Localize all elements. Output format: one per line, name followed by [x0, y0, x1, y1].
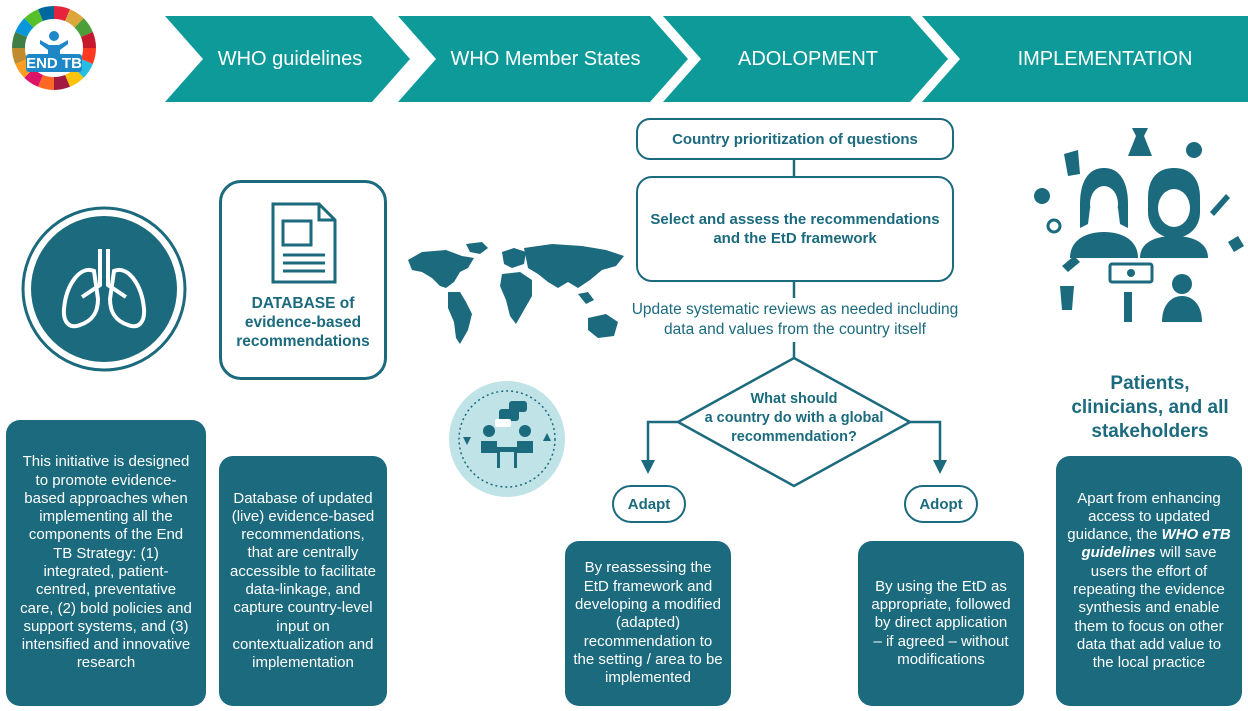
sdg-wheel-icon: END TB: [12, 6, 96, 90]
step-member-states: WHO Member States: [398, 16, 688, 102]
database-panel: Database of updated (live) evidence-base…: [219, 456, 387, 706]
adopt-panel: By using the EtD as appropriate, followe…: [858, 541, 1024, 706]
step-label: ADOLOPMENT: [737, 47, 879, 70]
select-line-2: and the EtD framework: [713, 230, 877, 247]
adapt-label: Adapt: [612, 485, 686, 523]
step-label: IMPLEMENTATION: [1017, 47, 1193, 70]
chevron-shape: [663, 16, 948, 102]
step-who-guidelines: WHO guidelines: [165, 16, 410, 102]
document-icon: [271, 202, 337, 284]
step-label: WHO guidelines: [217, 47, 363, 70]
select-assess-box: Select and assess the recommendations an…: [636, 176, 954, 282]
stakeholders-icon: [1030, 116, 1245, 334]
implementation-panel: Apart from enhancing access to updated g…: [1056, 456, 1242, 706]
meeting-icon: [447, 379, 567, 499]
world-map-icon: [402, 238, 632, 363]
select-line-1: Select and assess the recommendations: [650, 210, 940, 228]
prioritization-box: Country prioritization of questions: [636, 118, 954, 160]
chevron-shape: [165, 16, 410, 102]
database-card: DATABASE of evidence-based recommendatio…: [219, 180, 387, 380]
step-implementation: IMPLEMENTATION: [922, 16, 1248, 102]
decision-text: What should a country do with a global r…: [704, 391, 884, 445]
who-etb-guidelines-emphasis: WHO eTB guidelines: [1081, 526, 1231, 562]
database-title-2: evidence-based: [244, 313, 362, 331]
chevron-shape: [398, 16, 688, 102]
step-adolopment: ADOLOPMENT: [663, 16, 948, 102]
chevron-shape: [922, 16, 1248, 102]
database-title-3: recommendations: [236, 332, 370, 350]
stakeholders-title: Patients, clinicians, and all stakeholde…: [1071, 373, 1229, 442]
initiative-panel: This initiative is designed to promote e…: [6, 420, 206, 706]
step-label: WHO Member States: [450, 47, 641, 70]
svg-text:END TB: END TB: [26, 55, 82, 72]
lungs-icon: [20, 205, 188, 373]
adopt-label: Adopt: [904, 485, 978, 523]
database-title-1: DATABASE of: [251, 295, 355, 312]
adapt-panel: By reassessing the EtD framework and dev…: [565, 541, 731, 706]
update-reviews-text: Update systematic reviews as needed incl…: [631, 301, 959, 339]
end-tb-logo: END TB: [10, 4, 98, 92]
